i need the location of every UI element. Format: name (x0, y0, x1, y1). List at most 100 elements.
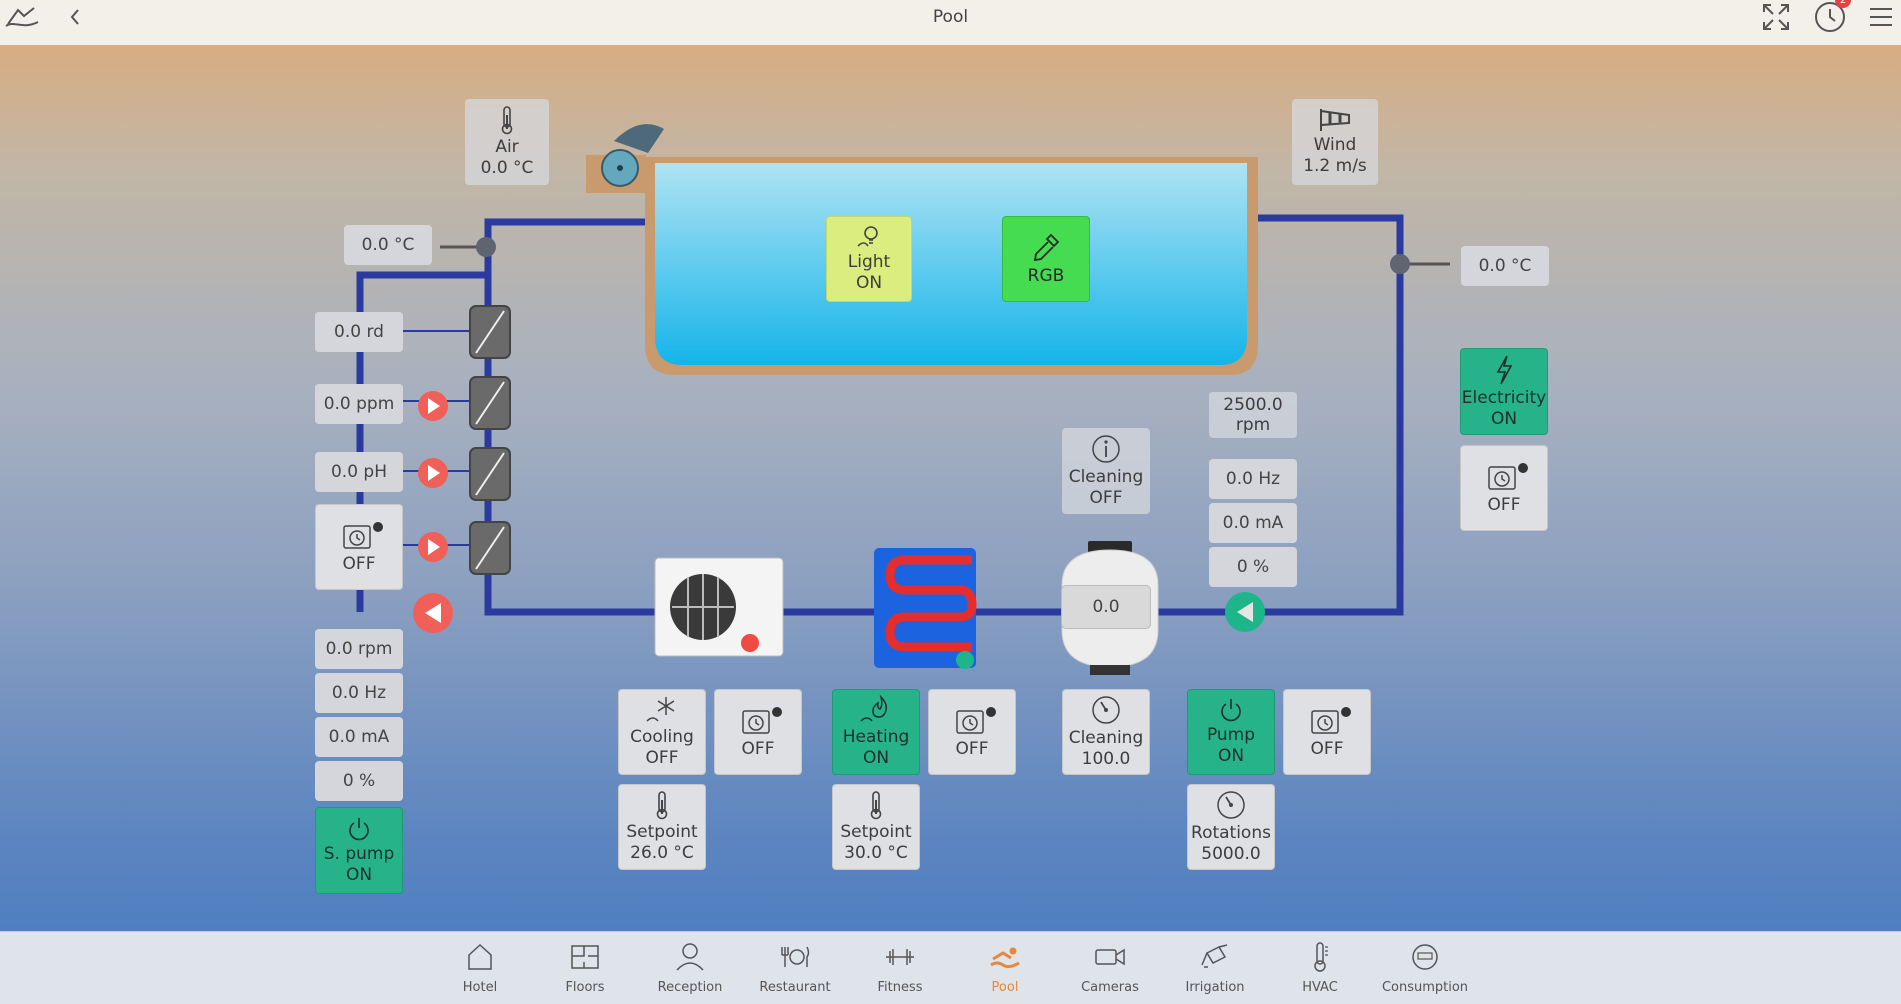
flame-icon (860, 695, 888, 722)
nav-item-reception[interactable]: Reception (640, 940, 740, 1000)
s-pump-rpm-readout: 0.0 rpm (315, 629, 403, 669)
light-toggle-button[interactable]: Light ON (826, 216, 912, 302)
s-pump-ma-readout: 0.0 mA (315, 717, 403, 757)
nav-item-floors[interactable]: Floors (535, 940, 635, 1000)
app-logo-icon[interactable] (2, 0, 42, 34)
pump-rotations-value: 5000.0 (1201, 844, 1261, 864)
dosing-schedule-button[interactable]: OFF (315, 504, 403, 590)
cooling-schedule-button[interactable]: OFF (714, 689, 802, 775)
ph-readout: 0.0 pH (315, 452, 403, 492)
pump-label: Pump (1206, 725, 1256, 745)
floorplan-icon (570, 940, 600, 974)
notification-badge: 2 (1835, 0, 1851, 8)
filter-cleaning-button[interactable]: Cleaning 100.0 (1062, 689, 1150, 775)
electricity-schedule-button[interactable]: OFF (1460, 445, 1548, 531)
meter-icon (1410, 940, 1440, 974)
heating-schedule-button[interactable]: OFF (928, 689, 1016, 775)
menu-icon[interactable] (1866, 0, 1896, 34)
pool-schematic (356, 124, 1450, 675)
dosing-cartridges (469, 305, 511, 575)
pump-percent-readout: 0 % (1209, 547, 1297, 587)
s-pump-label: S. pump (323, 843, 395, 864)
air-temperature-tile[interactable]: Air 0.0 °C (465, 99, 549, 185)
main-pump-symbol (1225, 592, 1265, 632)
fullscreen-icon[interactable] (1758, 0, 1794, 34)
schedule-timer-icon (956, 706, 996, 734)
rgb-color-button[interactable]: RGB (1002, 216, 1090, 302)
house-icon (466, 940, 494, 974)
gauge-icon (1217, 791, 1245, 819)
pump-schedule-state: OFF (1310, 738, 1344, 759)
thermometer-icon (870, 791, 882, 820)
light-state: ON (855, 273, 883, 293)
heating-setpoint-button[interactable]: Setpoint 30.0 °C (832, 784, 920, 870)
nav-item-fitness[interactable]: Fitness (850, 940, 950, 1000)
wind-value: 1.2 m/s (1303, 156, 1367, 176)
electricity-label: Electricity (1461, 387, 1547, 408)
camera-icon (1094, 940, 1126, 974)
s-pump-percent-readout: 0 % (315, 761, 403, 801)
filter-cleaning-status-label: Cleaning (1068, 467, 1144, 487)
windsock-icon (1320, 109, 1350, 131)
top-bar: Pool 2 (0, 0, 1901, 46)
power-icon (1221, 699, 1241, 722)
pump-toggle-button[interactable]: Pump ON (1187, 689, 1275, 775)
cooling-label: Cooling (630, 727, 694, 747)
nav-item-cameras[interactable]: Cameras (1060, 940, 1160, 1000)
cooling-setpoint-value: 26.0 °C (630, 843, 694, 863)
pool-basin (586, 155, 1258, 375)
pool-schematic-area: Air 0.0 °C Wind 1.2 m/s 0.0 °C 0.0 °C 0.… (0, 45, 1901, 931)
nav-label-floors: Floors (565, 980, 605, 995)
cooling-schedule-state: OFF (741, 738, 775, 759)
back-chevron-icon[interactable] (62, 0, 88, 34)
thermometer-icon (656, 791, 668, 820)
nav-label-cameras: Cameras (1081, 980, 1139, 995)
sensor-joint-left (476, 237, 496, 257)
nav-item-pool[interactable]: Pool (955, 940, 1055, 1000)
schedule-timer-icon (742, 706, 782, 734)
history-clock-icon[interactable]: 2 (1810, 0, 1851, 34)
nav-item-restaurant[interactable]: Restaurant (745, 940, 845, 1000)
pump-rpm-readout: 2500.0 rpm (1209, 392, 1297, 438)
pump-rotations-label: Rotations (1191, 823, 1271, 843)
nav-item-hvac[interactable]: HVAC (1270, 940, 1370, 1000)
cooling-setpoint-label: Setpoint (626, 822, 698, 842)
filter-pressure-readout: 0.0 (1061, 585, 1151, 629)
filter-cleaning-label: Cleaning (1068, 728, 1144, 748)
schedule-timer-icon (343, 521, 383, 549)
s-pump-toggle-button[interactable]: S. pump ON (315, 807, 403, 894)
cooling-setpoint-button[interactable]: Setpoint 26.0 °C (618, 784, 706, 870)
nav-item-hotel[interactable]: Hotel (430, 940, 530, 1000)
s-pump-state: ON (345, 864, 373, 885)
dosing-schedule-state: OFF (342, 553, 376, 574)
snowflake-icon (646, 697, 675, 722)
sensor-joint-right (1390, 254, 1410, 274)
pump-rotations-button[interactable]: Rotations 5000.0 (1187, 784, 1275, 870)
electricity-toggle-button[interactable]: Electricity ON (1460, 348, 1548, 435)
nav-label-irrigation: Irrigation (1185, 980, 1245, 995)
schedule-timer-icon (1311, 706, 1351, 734)
cutlery-icon (779, 940, 811, 974)
heating-label: Heating (842, 727, 910, 747)
nav-item-consumption[interactable]: Consumption (1375, 940, 1475, 1000)
s-pump-hz-readout: 0.0 Hz (315, 673, 403, 713)
cooling-toggle-button[interactable]: Cooling OFF (618, 689, 706, 775)
nav-item-irrigation[interactable]: Irrigation (1165, 940, 1265, 1000)
power-icon (349, 817, 369, 840)
dosing-pumps (418, 391, 448, 562)
pump-rpm-unit: rpm (1235, 415, 1271, 435)
wind-label: Wind (1313, 135, 1357, 155)
pump-schedule-button[interactable]: OFF (1283, 689, 1371, 775)
wind-speed-tile[interactable]: Wind 1.2 m/s (1292, 99, 1378, 185)
heating-schedule-state: OFF (955, 738, 989, 759)
filter-cleaning-status[interactable]: Cleaning OFF (1062, 428, 1150, 514)
lightbulb-icon (857, 226, 878, 247)
cooling-unit-graphic (654, 557, 784, 657)
person-icon (674, 940, 706, 974)
heating-toggle-button[interactable]: Heating ON (832, 689, 920, 775)
nav-label-hvac: HVAC (1302, 980, 1338, 995)
gauge-icon (1092, 696, 1120, 724)
lightning-icon (1496, 355, 1513, 384)
pump-rpm-value: 2500.0 (1223, 395, 1283, 415)
cooling-state: OFF (645, 748, 679, 768)
